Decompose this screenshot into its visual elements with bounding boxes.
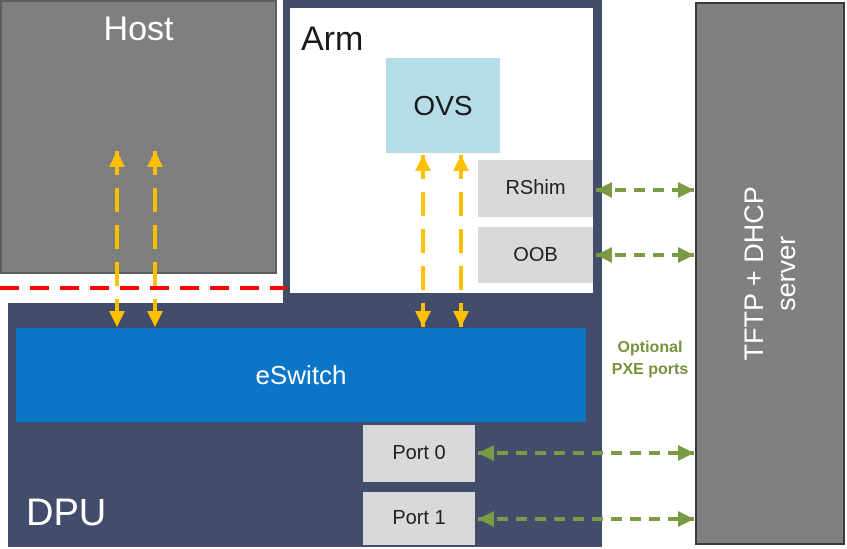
tftp-dhcp-server-label: TFTP + DHCP server — [738, 186, 803, 360]
port0-box: Port 0 — [363, 425, 475, 482]
eswitch-label: eSwitch — [255, 359, 347, 390]
rshim-label: RShim — [505, 177, 566, 199]
server-label-line1: TFTP + DHCP — [738, 186, 769, 361]
oob-label: OOB — [513, 243, 558, 266]
dpu-label: DPU — [26, 492, 107, 534]
eswitch-box: eSwitch — [16, 328, 586, 422]
ovs-label: OVS — [413, 89, 473, 121]
port1-label: Port 1 — [392, 507, 446, 529]
server-label-line2: server — [771, 236, 801, 312]
arm-label: Arm — [301, 20, 364, 58]
port0-label: Port 0 — [392, 442, 446, 464]
host-label: Host — [103, 10, 174, 48]
pxe-note-line1: Optional — [617, 339, 683, 356]
ovs-box: OVS — [386, 58, 500, 153]
oob-box: OOB — [478, 227, 593, 283]
port1-box: Port 1 — [363, 492, 475, 545]
host-box: Host — [0, 0, 277, 274]
tftp-dhcp-server-box: TFTP + DHCP server — [695, 2, 845, 545]
pxe-note-line2: PXE ports — [611, 360, 689, 378]
optional-pxe-ports-note: Optional PXE ports — [604, 337, 696, 380]
rshim-box: RShim — [478, 160, 593, 217]
